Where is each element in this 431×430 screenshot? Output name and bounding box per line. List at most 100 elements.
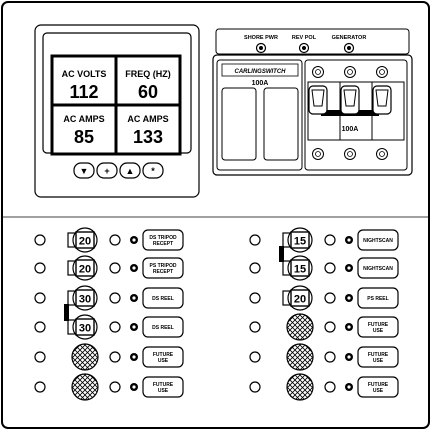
circuit-lamp [109, 262, 121, 274]
circuit-breaker[interactable]: 15 [282, 255, 313, 281]
up-arrow-button[interactable]: ▲ [119, 162, 141, 179]
down-arrow-icon: ▼ [80, 166, 89, 176]
circuit-breaker[interactable]: 30 [67, 285, 98, 311]
circuit-row: 30 DS REEL [34, 314, 184, 340]
breaker-rating-label: 20 [79, 236, 91, 248]
breaker-rating-label: 15 [294, 236, 306, 248]
circuit-lamp [109, 381, 121, 393]
meter-cell-3-value: 85 [74, 127, 94, 147]
circuit-label: PS REEL [367, 296, 388, 302]
circuit-lamp [249, 262, 261, 274]
blank-breaker-slot [286, 313, 314, 341]
circuit-label: DS REEL [152, 296, 174, 302]
meter-cell-2-value: 60 [138, 82, 158, 102]
circuit-breaker[interactable]: 20 [282, 285, 313, 311]
circuit-lamp [249, 292, 261, 304]
screw-icon [344, 148, 356, 160]
circuit-label: USE [373, 328, 384, 334]
circuit-lamp [249, 321, 261, 333]
circuit-lamp [324, 381, 336, 393]
indicator-2: REV POL [292, 35, 317, 54]
breaker-brand: CARLINGSWITCH [235, 69, 287, 75]
circuit-lamp [109, 292, 121, 304]
breaker-rating-label: 20 [79, 264, 91, 276]
breaker-rating-label: 15 [294, 264, 306, 276]
circuit-lamp [249, 381, 261, 393]
meter-cell-1-label: AC VOLTS [62, 69, 107, 79]
circuit-label-plate: DS REEL [142, 316, 184, 338]
circuit-breaker[interactable]: 20 [67, 227, 98, 253]
circuit-label-plate: DS REEL [142, 287, 184, 309]
blank-breaker-slot [71, 343, 99, 371]
indicator-3: GENERATOR [332, 35, 367, 54]
circuit-breaker[interactable]: 30 [67, 314, 98, 340]
screw-icon [344, 66, 356, 78]
meter-buttons: ▼ +▲* [73, 162, 164, 179]
circuit-lamp [34, 321, 46, 333]
meter-cell-2-label: FREQ (HZ) [125, 69, 171, 79]
circuit-lamp [34, 262, 46, 274]
circuit-lamp [249, 351, 261, 363]
circuit-lamp [324, 234, 336, 246]
circuit-label: FUTURE [368, 322, 389, 328]
circuit-breaker[interactable]: 15 [282, 227, 313, 253]
indicator-label: REV POL [292, 35, 317, 41]
main-breaker-toggle-1[interactable] [308, 85, 328, 115]
star-button[interactable]: * [142, 162, 164, 179]
circuit-label: FUTURE [153, 352, 174, 358]
screw-icon [376, 66, 388, 78]
circuit-label-plate: NIGHTSCAN [357, 229, 399, 251]
main-breaker-toggle-3[interactable] [372, 85, 392, 115]
plus-button[interactable]: + [96, 162, 118, 179]
circuit-label: RECEPT [153, 269, 173, 275]
circuit-row: 20 PS REEL [249, 285, 399, 311]
indicator-1: SHORE PWR [244, 35, 278, 54]
circuit-lamp [324, 262, 336, 274]
meter-cell-1-value: 112 [69, 82, 98, 102]
indicator-lights: SHORE PWR REV POL GENERATOR [244, 35, 367, 54]
circuit-lamp [34, 351, 46, 363]
indicator-label: GENERATOR [332, 35, 367, 41]
indicator-label: SHORE PWR [244, 35, 278, 41]
screw-icon [312, 66, 324, 78]
circuit-label-plate: NIGHTSCAN [357, 257, 399, 279]
breaker-tie-bar [279, 246, 284, 262]
breaker-rating-label: 30 [79, 294, 91, 306]
circuit-lamp [34, 234, 46, 246]
main-breaker-toggles [308, 66, 392, 160]
indicator-strip [215, 28, 410, 55]
circuit-row: 15 NIGHTSCAN [249, 255, 399, 281]
circuit-label: USE [373, 358, 384, 364]
blank-breaker-slot [71, 373, 99, 401]
circuit-label: DS REEL [152, 325, 174, 331]
circuit-lamp [34, 292, 46, 304]
circuit-breaker[interactable]: 20 [67, 255, 98, 281]
circuit-label: PS TRIPOD [150, 263, 177, 269]
breaker-rating-label: 30 [79, 323, 91, 335]
circuit-label: RECEPT [153, 241, 173, 247]
screw-icon [376, 148, 388, 160]
meter-cell-3-label: AC AMPS [63, 114, 104, 124]
down-arrow-button[interactable]: ▼ [73, 162, 95, 179]
circuit-label: USE [158, 388, 169, 394]
circuit-label: FUTURE [368, 352, 389, 358]
circuit-lamp [109, 351, 121, 363]
meter-cell-4-value: 133 [133, 127, 163, 147]
main-breaker-toggle-2[interactable] [340, 85, 360, 115]
circuit-row: 15 NIGHTSCAN [249, 227, 399, 253]
circuit-lamp [249, 234, 261, 246]
